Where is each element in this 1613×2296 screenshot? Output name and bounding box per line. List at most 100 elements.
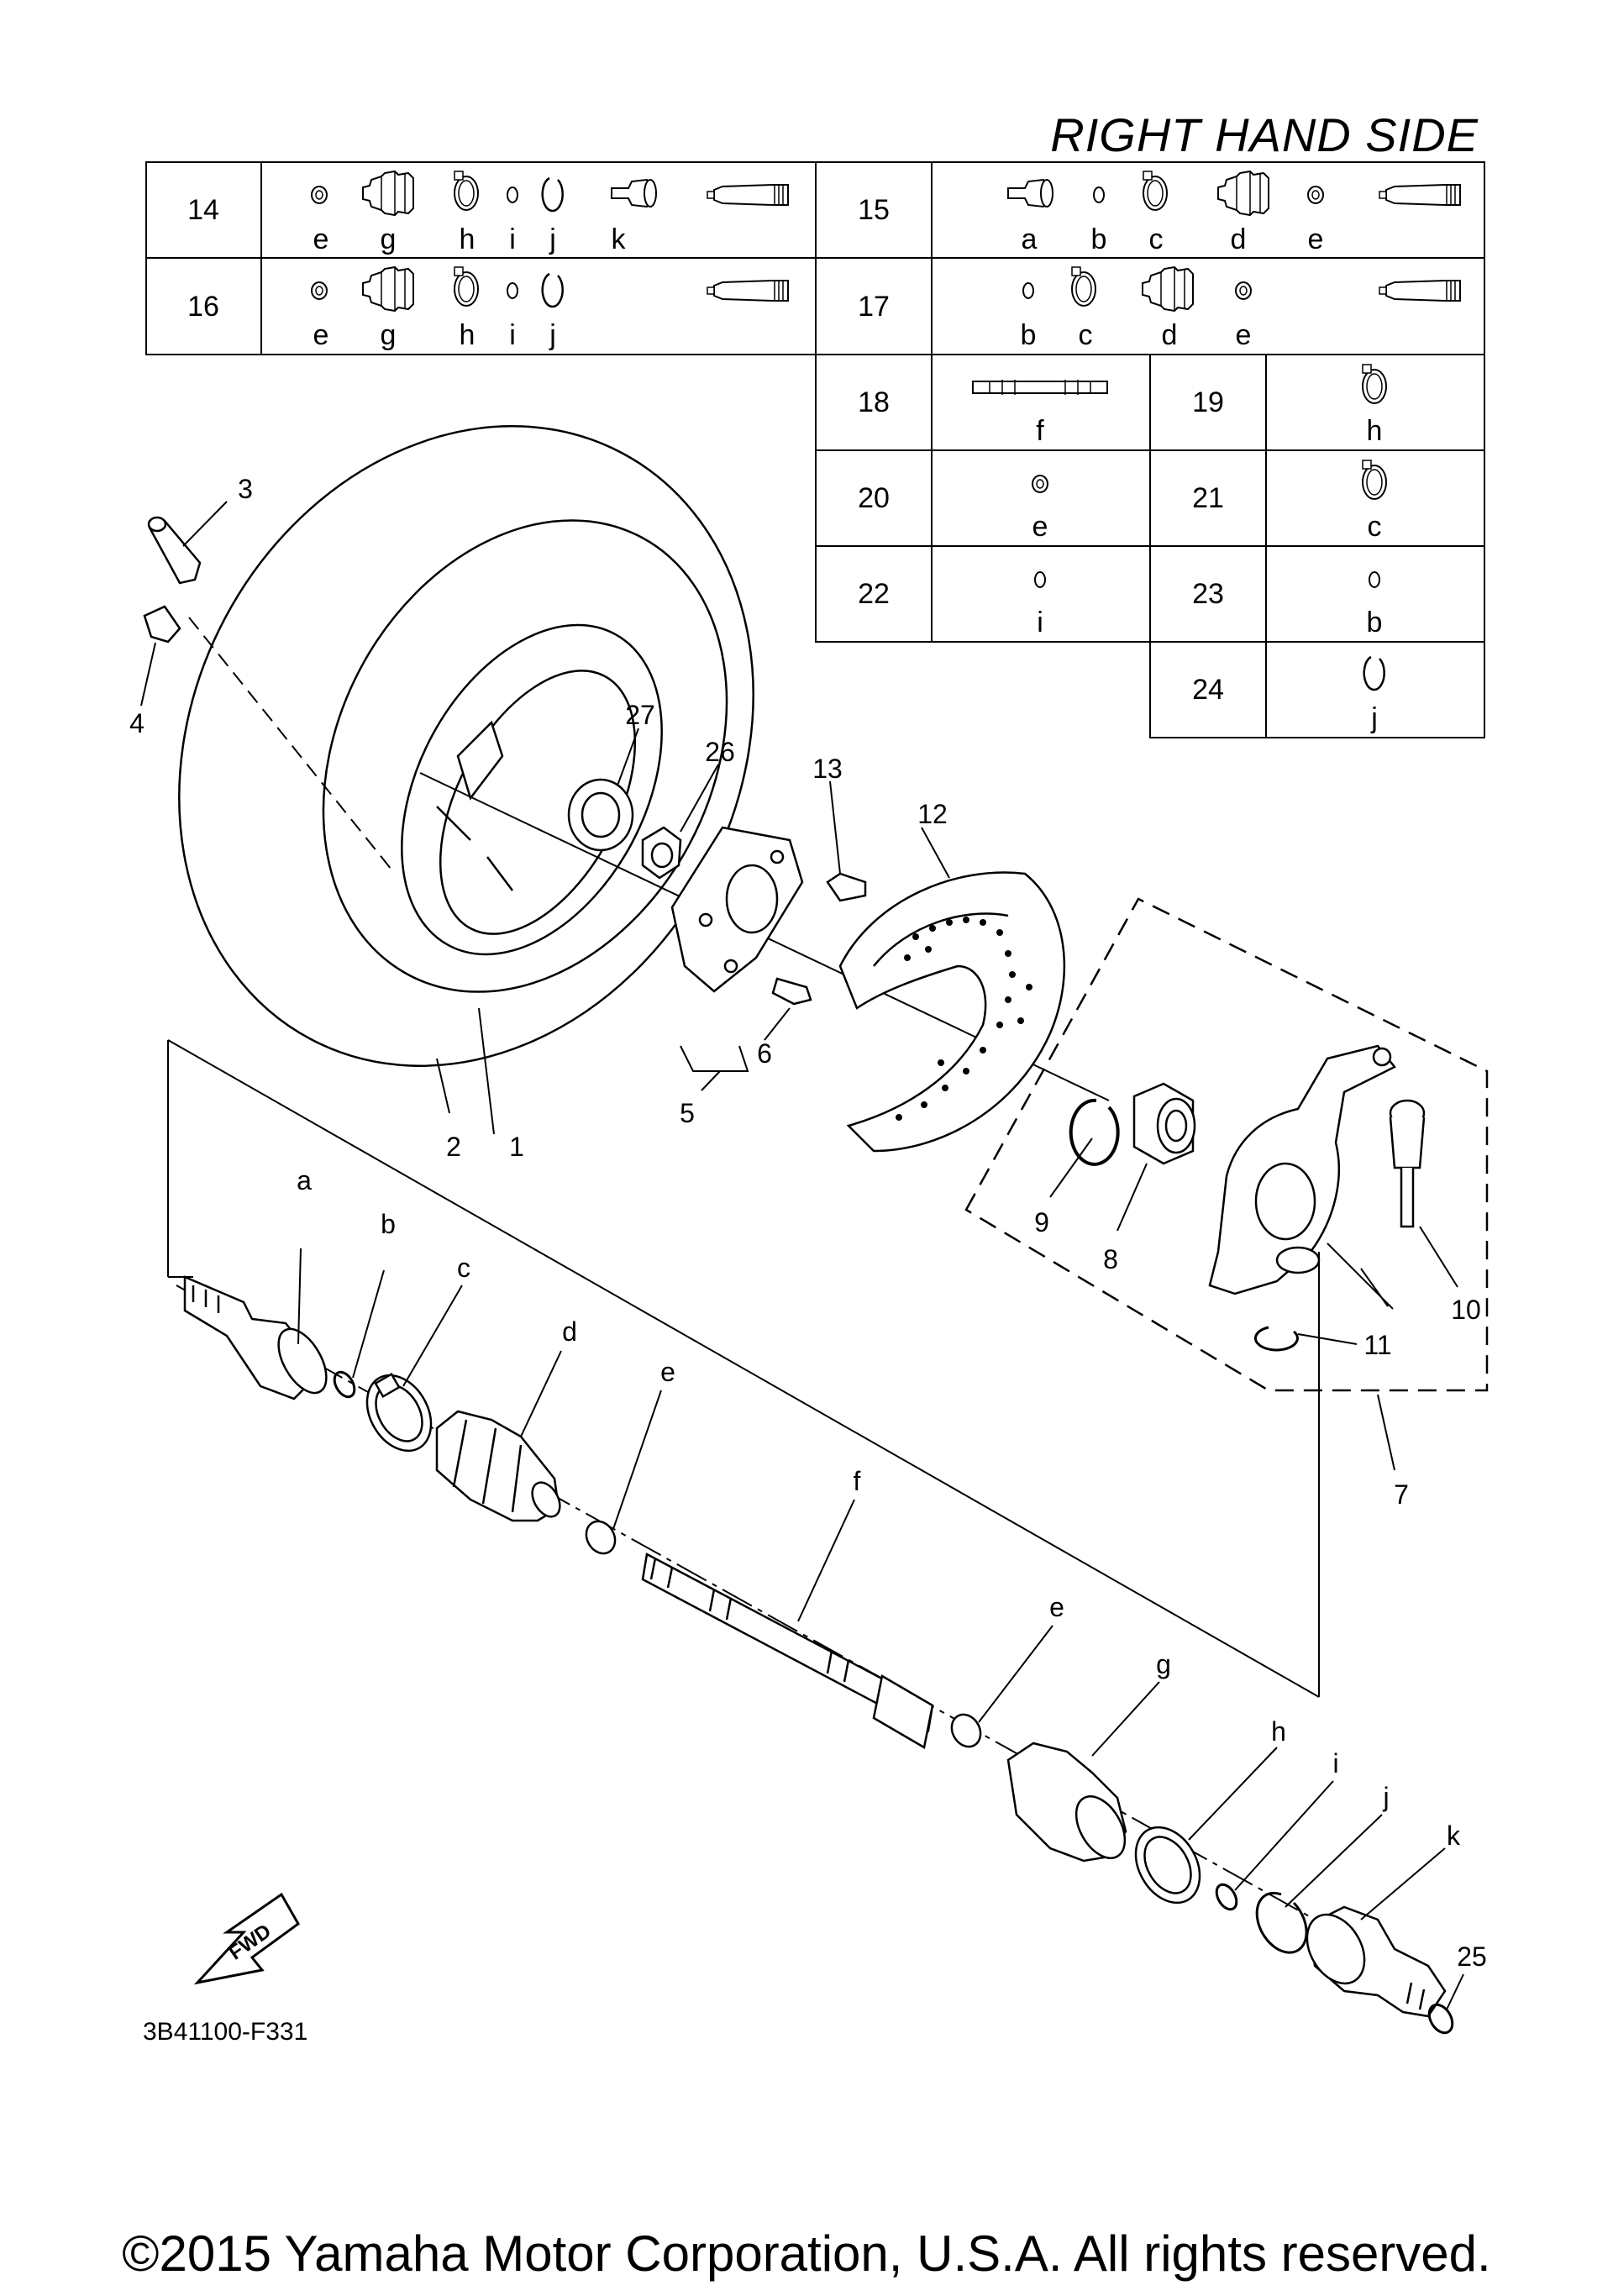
kit-24-ref: 24 [1192, 674, 1224, 706]
circlip-11-part [1253, 1326, 1299, 1352]
wheel-hub-part [670, 826, 804, 993]
callout-25: 25 [1457, 1941, 1487, 1972]
bearing-part [1132, 1082, 1196, 1165]
tire-drawing [178, 425, 754, 1067]
kit-15-ref: 15 [858, 194, 890, 226]
callout-e2: e [1049, 1592, 1064, 1622]
kit-16-icons [311, 266, 789, 312]
kit-16-letter-e: e [313, 319, 329, 351]
kit-17-letter-d: d [1162, 319, 1178, 351]
circlip-j-part [1255, 1891, 1308, 1954]
page-title: RIGHT HAND SIDE [1050, 108, 1479, 161]
kit-14-letter-h: h [460, 223, 475, 255]
hub-bolt-13 [826, 872, 867, 902]
oring-25-part [1427, 2003, 1454, 2035]
callout-12: 12 [917, 799, 948, 829]
valve-stem-part [147, 516, 202, 585]
kit-21-ref: 21 [1192, 482, 1224, 514]
oring-i-part [1215, 1883, 1238, 1911]
callout-c: c [457, 1253, 470, 1283]
callout-10: 10 [1451, 1295, 1481, 1325]
kit-21-letter: c [1368, 511, 1382, 543]
brake-disc-guard-holes [896, 917, 1032, 1121]
kit-21-band-icon [1362, 460, 1387, 500]
band-c-part [365, 1372, 433, 1453]
kit-14-letter-i: i [509, 223, 516, 255]
kit-24-clip-icon [1363, 655, 1385, 691]
callout-b: b [381, 1209, 396, 1239]
kit-20-letter: e [1032, 511, 1048, 543]
kit-16-letter-i: i [509, 319, 516, 351]
kit-20-ref: 20 [858, 482, 890, 514]
kit-24-letter: j [1370, 702, 1378, 734]
callout-27: 27 [625, 700, 655, 730]
hub-bolt-6 [771, 977, 812, 1006]
callout-1: 1 [509, 1132, 524, 1162]
callout-i: i [1332, 1748, 1338, 1778]
kit-14-icons [311, 171, 789, 216]
kit-14-ref: 14 [187, 194, 219, 226]
axle-nut-part [641, 826, 682, 880]
kit-17-letter-b: b [1021, 319, 1037, 351]
clamp-e2-part [950, 1713, 982, 1748]
knuckle-group-box [964, 897, 1489, 1392]
copyright-notice: ©2015 Yamaha Motor Corporation, U.S.A. A… [122, 2225, 1491, 2282]
kit-15-letter-b: b [1091, 223, 1107, 255]
kit-17-icons [1022, 266, 1461, 312]
kit-15-letter-a: a [1022, 223, 1038, 255]
kit-16-letter-g: g [381, 319, 397, 351]
callout-3: 3 [238, 474, 253, 504]
kit-15-letter-e: e [1308, 223, 1324, 255]
kit-18-letter: f [1036, 415, 1044, 447]
ball-joint-part [1389, 1099, 1426, 1228]
kit-23-letter: b [1367, 607, 1383, 638]
boot-g-part [1006, 1742, 1127, 1863]
callout-11: 11 [1363, 1330, 1391, 1360]
inner-cv-joint-part [1306, 1905, 1447, 2018]
kit-15-letter-c: c [1149, 223, 1164, 255]
steering-knuckle-part [1208, 1044, 1396, 1295]
callout-g: g [1156, 1649, 1171, 1679]
callout-a: a [297, 1165, 312, 1195]
clamp-e-part [585, 1520, 617, 1555]
callout-k: k [1447, 1821, 1461, 1851]
kit-22-letter: i [1037, 607, 1043, 638]
callout-13: 13 [812, 754, 843, 784]
kit-14-letter-g: g [381, 223, 397, 255]
kit-16-ref: 16 [187, 291, 219, 323]
oring-b-part [333, 1370, 356, 1399]
drive-shaft-part [641, 1553, 934, 1749]
callout-e1: e [660, 1357, 675, 1387]
kit-18-ref: 18 [858, 386, 890, 418]
callout-2: 2 [446, 1132, 461, 1162]
kit-23-oring-icon [1369, 571, 1380, 588]
callout-9: 9 [1034, 1207, 1049, 1237]
outer-cv-joint-part [183, 1275, 328, 1400]
boot-d-part [435, 1410, 561, 1522]
kit-23-ref: 23 [1192, 578, 1224, 610]
kit-17-letter-c: c [1079, 319, 1093, 351]
kit-19-letter: h [1367, 415, 1383, 447]
kit-15-letter-d: d [1231, 223, 1247, 255]
callout-4: 4 [129, 708, 144, 738]
kit-16-letter-h: h [460, 319, 475, 351]
brake-disc-guard-part [838, 871, 1066, 1153]
kit-18-shaft-icon [972, 379, 1108, 396]
kit-22-ref: 22 [858, 578, 890, 610]
kit-16-letter-j: j [549, 319, 556, 351]
callout-h: h [1271, 1716, 1286, 1747]
kit-15-icons [1007, 171, 1461, 216]
callout-8: 8 [1103, 1244, 1118, 1274]
kit-22-oring-icon [1034, 571, 1046, 588]
forward-arrow-icon [193, 1892, 300, 1985]
callout-f: f [854, 1466, 861, 1496]
kit-17-letter-e: e [1236, 319, 1252, 351]
callout-6: 6 [757, 1038, 772, 1069]
kit-20-nut-icon [1032, 475, 1048, 493]
kit-19-band-icon [1362, 364, 1387, 404]
figure-code: 3B41100-F331 [143, 2018, 308, 2046]
valve-cap-part [143, 605, 181, 644]
callout-26: 26 [705, 737, 735, 767]
callout-d: d [562, 1316, 577, 1347]
